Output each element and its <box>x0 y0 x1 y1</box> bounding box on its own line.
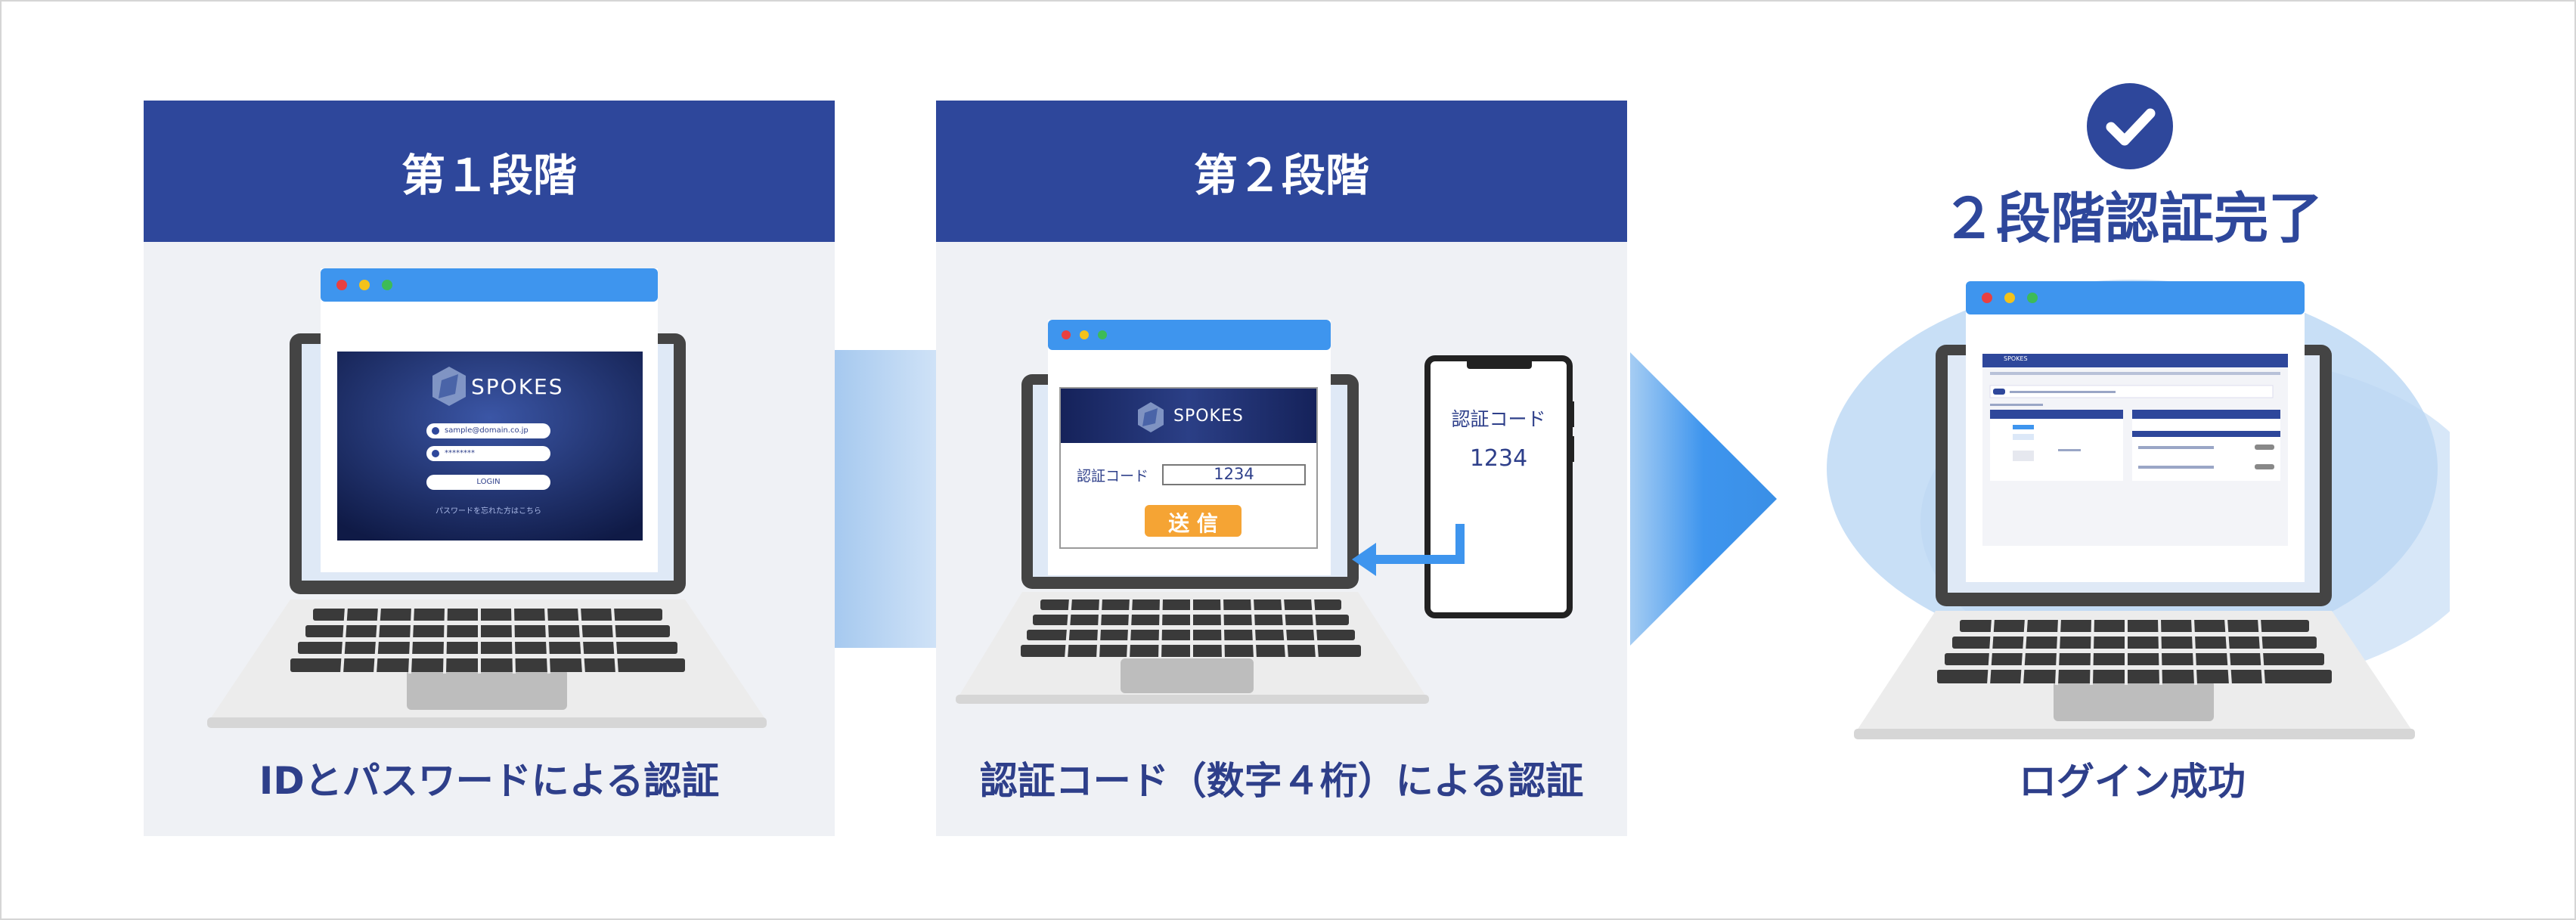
laptop-phone-illustration <box>956 320 1574 704</box>
step1-header: 第１段階 <box>144 101 835 242</box>
forgot-password-link[interactable]: パスワードを忘れた方はこちら <box>436 507 541 516</box>
email-field[interactable]: sample@domain.co.jp <box>445 426 529 435</box>
submit-button[interactable]: 送 信 <box>1168 511 1218 536</box>
code-label: 認証コード <box>1077 468 1149 485</box>
password-field[interactable]: ******** <box>445 449 475 457</box>
connector-band <box>835 350 936 648</box>
code-brand: SPOKES <box>1173 407 1244 426</box>
step2-header: 第２段階 <box>936 101 1627 242</box>
next-arrow <box>1630 352 1777 646</box>
phone-code-label: 認証コード <box>1451 408 1546 430</box>
login-button[interactable]: LOGIN <box>476 478 501 486</box>
phone-code: 1234 <box>1469 445 1528 472</box>
code-input[interactable]: 1234 <box>1214 465 1254 483</box>
success-laptop-illustration <box>1827 280 2450 739</box>
login-brand: SPOKES <box>471 374 564 399</box>
step1-caption: IDとパスワードによる認証 <box>259 759 720 803</box>
completion-title: ２段階認証完了 <box>1941 187 2323 250</box>
dashboard-brand: SPOKES <box>2004 355 2028 362</box>
step2-panel: 第２段階 <box>936 101 1627 836</box>
laptop-illustration <box>207 268 767 728</box>
check-icon <box>2087 83 2173 169</box>
step2-caption: 認証コード（数字４桁）による認証 <box>979 759 1584 803</box>
completion-caption: ログイン成功 <box>2019 760 2246 804</box>
step1-panel: 第１段階 <box>144 101 835 836</box>
